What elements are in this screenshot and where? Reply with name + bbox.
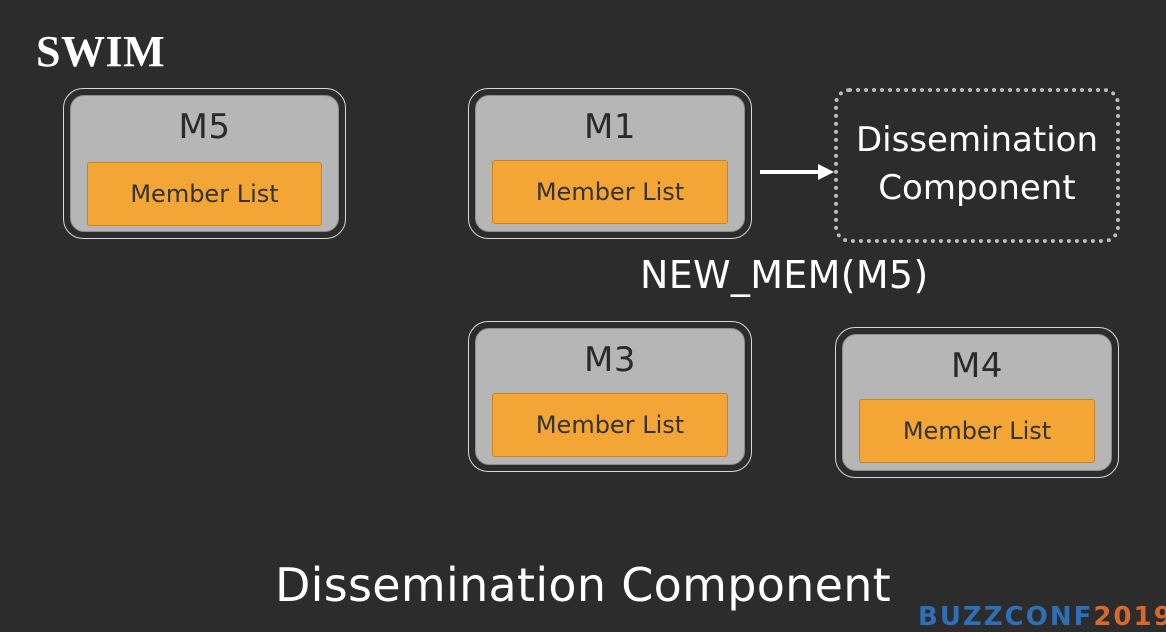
node-m5-member-list: Member List [87,162,322,226]
node-m1: M1 Member List [468,88,752,239]
node-m4-member-list: Member List [859,399,1095,463]
node-m5-label: M5 [178,107,231,147]
logo-part-1: BUZZCONF [918,602,1094,632]
dissemination-component-box: Dissemination Component [834,88,1120,243]
dissemination-line-1: Dissemination [855,120,1099,160]
node-m5: M5 Member List [63,88,346,239]
node-m3-member-list: Member List [492,393,728,457]
dissemination-line-2: Component [878,168,1076,208]
node-m1-label: M1 [584,107,636,147]
slide-title: SWIM [36,27,166,76]
node-m4-label: M4 [951,346,1003,386]
node-m3-label: M3 [584,340,636,380]
node-m4-body: M4 Member List [842,334,1112,471]
slide-caption: Dissemination Component [274,558,892,612]
node-m4: M4 Member List [835,327,1119,478]
logo-part-2: 2019 [1093,602,1166,632]
dissemination-component-text: Dissemination Component [838,116,1116,212]
node-m1-body: M1 Member List [475,95,745,232]
node-m3: M3 Member List [468,321,752,472]
node-m1-member-list: Member List [492,160,728,224]
arrow-icon [760,164,834,180]
new-member-message: NEW_MEM(M5) [640,253,929,297]
conference-logo: BUZZCONF2019 [918,604,1166,630]
node-m5-body: M5 Member List [70,95,339,232]
node-m3-body: M3 Member List [475,328,745,465]
